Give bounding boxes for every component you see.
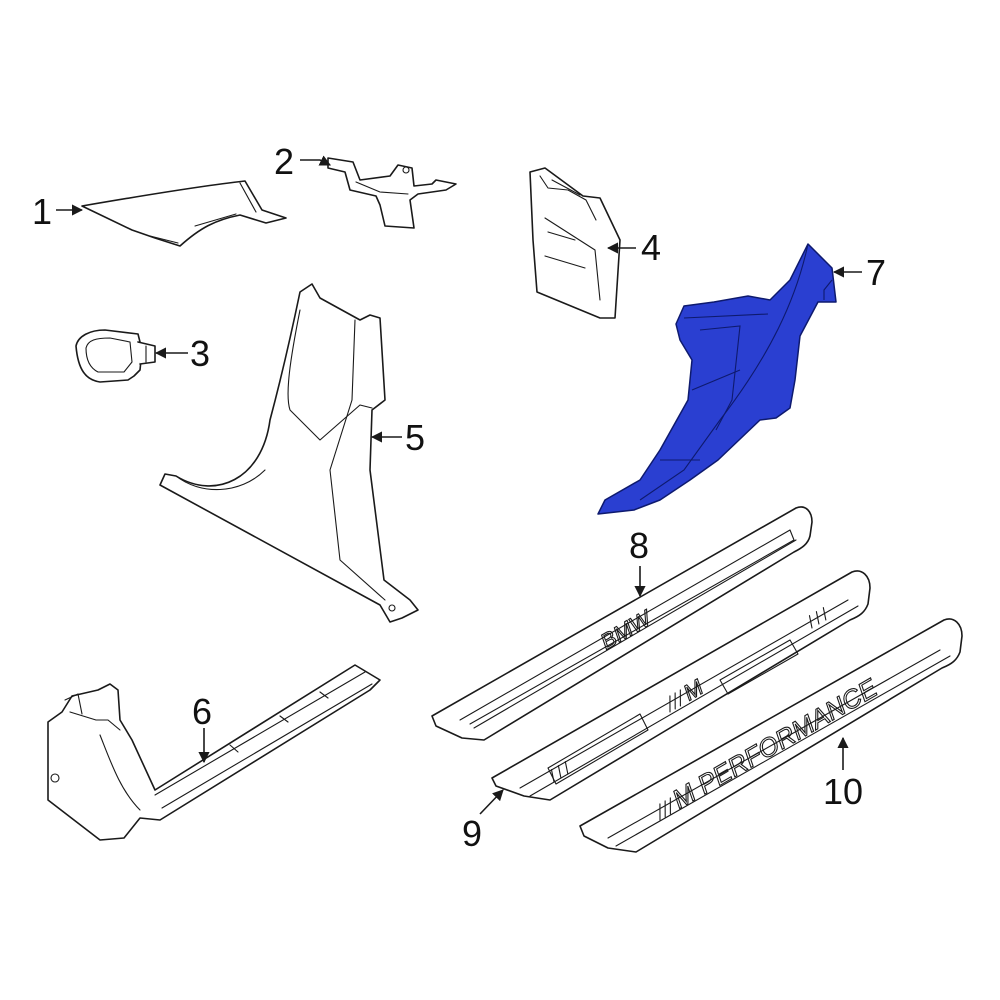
callout-5: 5 (405, 417, 425, 458)
callout-6: 6 (192, 691, 212, 732)
leader-9 (479, 789, 504, 815)
leader-2 (300, 155, 332, 166)
part-3-light[interactable] (75, 329, 156, 383)
callout-4: 4 (641, 227, 661, 268)
part-1-a-pillar-trim[interactable] (81, 180, 287, 247)
callout-10: 10 (823, 771, 863, 812)
part-8-sill-plate[interactable] (431, 506, 813, 741)
part-5-b-pillar-trim[interactable] (159, 283, 419, 623)
part-9-sill-plate[interactable] (491, 570, 871, 801)
sill-9-stripes-left (550, 761, 569, 783)
callout-7: 7 (866, 252, 886, 293)
part-10-sill-plate[interactable] (579, 618, 963, 853)
callout-1: 1 (32, 191, 52, 232)
sill-9-stripes-right (808, 607, 827, 629)
callout-3: 3 (190, 333, 210, 374)
part-7-highlighted-trim[interactable] (597, 243, 837, 515)
part-6-rocker-trim[interactable] (47, 664, 381, 841)
callout-8: 8 (629, 525, 649, 566)
part-4-pillar-cover[interactable] (529, 167, 621, 319)
callout-9: 9 (462, 813, 482, 854)
callout-2: 2 (274, 141, 294, 182)
part-2-bracket[interactable] (327, 157, 457, 229)
